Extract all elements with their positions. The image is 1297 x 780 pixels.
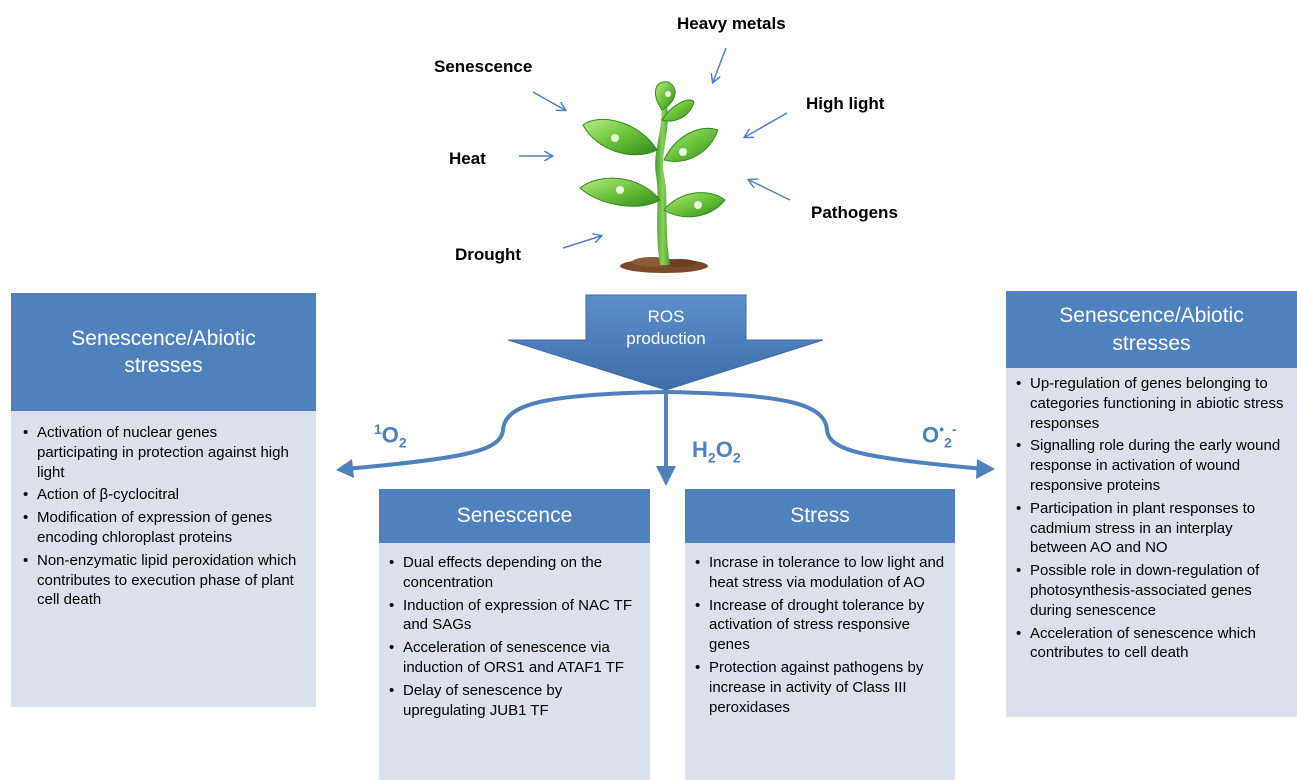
left-box-item: Activation of nuclear genes participatin… — [21, 423, 302, 482]
arrow-drought — [562, 236, 601, 249]
senescence-box-title: Senescence — [379, 489, 650, 543]
branch-singlet-oxygen — [343, 390, 668, 471]
left-box-item: Action of β-cyclocitral — [21, 485, 302, 505]
right-box-item: Acceleration of senescence which contrib… — [1014, 624, 1293, 664]
ros-production-line2: production — [626, 329, 706, 349]
right-box-list: Up-regulation of genes belonging to cate… — [1014, 374, 1293, 663]
stress-box-title: Stress — [685, 489, 955, 543]
h2o2-base2: O — [715, 437, 733, 462]
left-box-body: Activation of nuclear genes participatin… — [11, 411, 316, 707]
right-box-item: Participation in plant responses to cadm… — [1014, 499, 1293, 558]
stressor-heavy-metals: Heavy metals — [677, 14, 786, 33]
stress-box-item: Protection against pathogens by increase… — [693, 658, 945, 717]
stress-arrows — [519, 47, 791, 249]
left-box-item: Modification of expression of genes enco… — [21, 508, 302, 548]
right-box-item: Possible role in down-regulation of phot… — [1014, 561, 1293, 620]
superoxide-sub: 2 — [944, 434, 952, 451]
branch-superoxide — [664, 390, 987, 471]
ros-production-label: ROS production — [606, 306, 726, 350]
senescence-box-item: Dual effects depending on the concentrat… — [387, 553, 640, 593]
stress-box-item: Incrase in tolerance to low light and he… — [693, 553, 945, 593]
h2o2-sub1: 2 — [707, 449, 716, 466]
stressor-pathogens: Pathogens — [811, 203, 898, 222]
ros-branch-arrows — [343, 390, 987, 476]
species-superoxide: O•2- — [922, 421, 957, 451]
ros-production-arrow — [507, 294, 824, 391]
left-box-list: Activation of nuclear genes participatin… — [21, 423, 302, 610]
species-singlet-oxygen: 1O2 — [374, 421, 407, 451]
left-box-item: Non-enzymatic lipid peroxidation which c… — [21, 551, 302, 610]
arrow-high-light — [745, 112, 788, 137]
right-box-body: Up-regulation of genes belonging to cate… — [1006, 368, 1297, 717]
stress-box-item: Increase of drought tolerance by activat… — [693, 596, 945, 655]
superoxide-charge: - — [951, 421, 957, 437]
h2o2-sub2: 2 — [732, 449, 741, 466]
superoxide-base: O — [922, 422, 940, 448]
senescence-box-item: Induction of expression of NAC TF and SA… — [387, 596, 640, 636]
senescence-box-body: Dual effects depending on the concentrat… — [379, 543, 650, 780]
singlet-oxygen-base: O — [381, 422, 399, 448]
superoxide-radical-dot: • — [939, 421, 945, 437]
stressor-heat: Heat — [449, 149, 486, 168]
arrowhead-left — [336, 459, 354, 478]
ros-production-line1: ROS — [647, 307, 685, 326]
arrow-senescence — [532, 91, 565, 110]
arrow-pathogens — [749, 180, 791, 201]
stress-box-list: Incrase in tolerance to low light and he… — [693, 553, 945, 717]
plant-icon — [579, 81, 726, 273]
stressor-senescence: Senescence — [434, 57, 533, 76]
arrowhead-down — [656, 466, 676, 486]
senescence-box-item: Delay of senescence by upregulating JUB1… — [387, 681, 640, 721]
species-hydrogen-peroxide: H2O2 — [692, 437, 741, 465]
right-box-item: Signalling role during the early wound r… — [1014, 436, 1293, 495]
arrowhead-right — [976, 459, 995, 479]
singlet-oxygen-sub: 2 — [398, 434, 407, 451]
stressor-drought: Drought — [455, 245, 522, 264]
right-box-item: Up-regulation of genes belonging to cate… — [1014, 374, 1293, 433]
stressor-high-light: High light — [806, 94, 885, 113]
stress-box-body: Incrase in tolerance to low light and he… — [685, 543, 955, 780]
h2o2-base1: H — [692, 437, 708, 462]
right-box-title: Senescence/Abiotic stresses — [1006, 291, 1297, 368]
left-box-title: Senescence/Abiotic stresses — [11, 293, 316, 411]
senescence-box-item: Acceleration of senescence via induction… — [387, 638, 640, 678]
senescence-box-list: Dual effects depending on the concentrat… — [387, 553, 640, 720]
singlet-oxygen-sup: 1 — [374, 421, 382, 437]
arrow-heavy-metals — [713, 47, 727, 82]
